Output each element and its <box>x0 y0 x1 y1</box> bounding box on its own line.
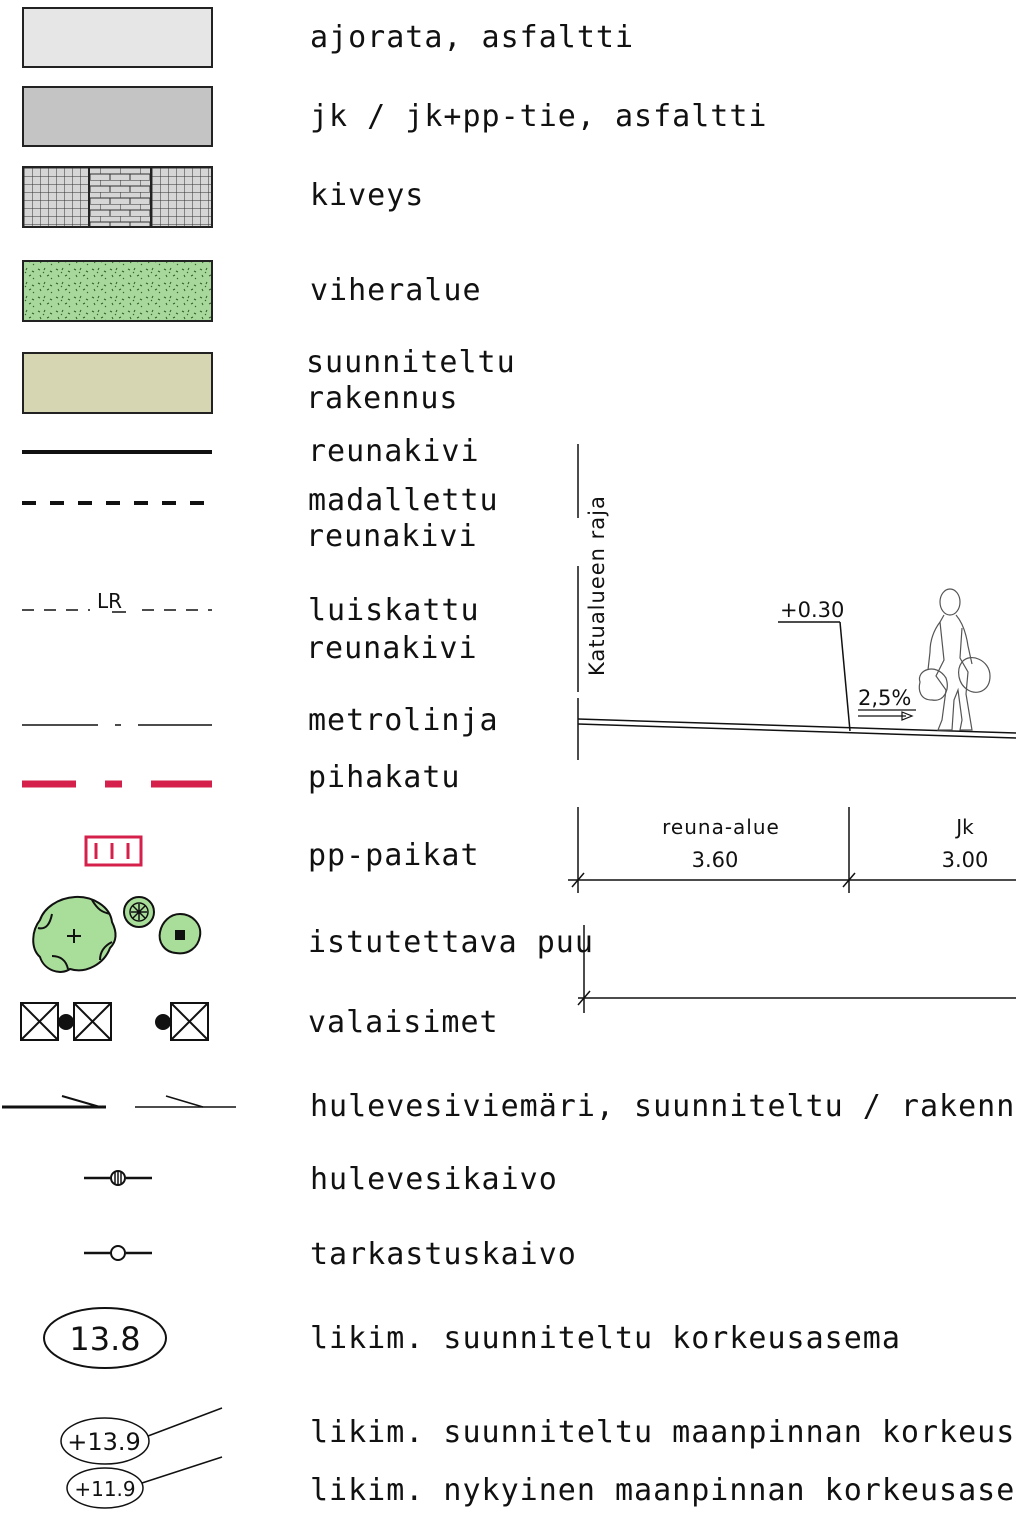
storm-well-label: hulevesikaivo <box>310 1162 558 1197</box>
storm-sewer-label: hulevesiviemäri, suunniteltu / rakennett… <box>310 1089 1016 1124</box>
planned-elevation-label: likim. suunniteltu korkeusasema <box>310 1321 901 1356</box>
green-area-label: viheralue <box>310 273 482 308</box>
boundary-label: Katualueen raja <box>585 495 609 676</box>
zone2-name: Jk <box>954 815 974 839</box>
elevation-leader <box>839 621 851 732</box>
surface-line-bottom <box>577 723 1016 739</box>
paving-stone-label: kiveys <box>310 178 424 213</box>
ramped-curb-label-2: reunakivi <box>306 631 478 666</box>
lights-icon <box>20 1002 209 1041</box>
planned-ground-value: +13.9 <box>67 1428 141 1456</box>
curb-label: reunakivi <box>308 434 480 469</box>
inspection-well-label: tarkastuskaivo <box>310 1237 577 1272</box>
storm-sewer-line <box>2 1095 236 1109</box>
zone2-width: 3.00 <box>942 848 989 872</box>
pedestrian-icon <box>918 588 991 731</box>
storm-well-icon <box>84 1170 152 1186</box>
elevation-value: +0.30 <box>780 598 844 622</box>
asphalt-road-label: ajorata, asfaltti <box>310 20 634 55</box>
planned-ground-label: likim. suunniteltu maanpinnan korkeusase… <box>310 1415 1016 1450</box>
lowered-curb-label-1: madallettu <box>308 483 499 518</box>
planned-building-label-1: suunniteltu <box>306 345 516 380</box>
tree-icon <box>32 895 202 973</box>
dim2-slash <box>577 990 591 1006</box>
tree-label: istutettava puu <box>308 925 594 960</box>
existing-ground-ellipse <box>66 1467 144 1509</box>
planned-elevation-ellipse <box>43 1307 167 1369</box>
planned-ground-ellipse <box>60 1417 150 1465</box>
bike-parking-label: pp-paikat <box>308 838 480 873</box>
inspection-well-icon <box>84 1245 152 1261</box>
asphalt-path-swatch <box>22 86 213 147</box>
asphalt-road-swatch <box>22 7 213 68</box>
metro-line-label: metrolinja <box>308 703 499 738</box>
planned-building-label-2: rakennus <box>306 381 459 416</box>
dim-slash-mid <box>842 872 856 888</box>
street-section: Katualueen raja +0.30 2,5% reuna-alue 3.… <box>568 444 1016 1013</box>
yard-street-label: pihakatu <box>308 760 461 795</box>
existing-ground-label: likim. nykyinen maanpinnan korkeusasema <box>310 1473 1016 1508</box>
asphalt-path-label: jk / jk+pp-tie, asfaltti <box>310 99 767 134</box>
ramped-curb-symbol: LR <box>97 589 122 613</box>
bike-parking-icon <box>84 835 143 867</box>
paving-stone-swatch <box>22 166 213 228</box>
lowered-curb-label-2: reunakivi <box>306 519 478 554</box>
zone1-width: 3.60 <box>692 848 739 872</box>
ramped-curb-label-1: luiskattu <box>308 593 480 628</box>
dim-slash-left <box>571 872 585 888</box>
surface-line-top <box>577 718 1016 734</box>
green-area-swatch <box>22 260 213 322</box>
slope-value: 2,5% <box>858 686 911 710</box>
planned-ground-leader <box>147 1407 223 1437</box>
planned-building-swatch <box>22 352 213 414</box>
zone1-name: reuna-alue <box>662 815 780 839</box>
lights-label: valaisimet <box>308 1005 499 1040</box>
planned-elevation-value: 13.8 <box>69 1320 140 1358</box>
slope-arrow-head <box>901 711 914 721</box>
existing-ground-value: +11.9 <box>74 1477 135 1501</box>
existing-ground-leader <box>141 1456 223 1484</box>
